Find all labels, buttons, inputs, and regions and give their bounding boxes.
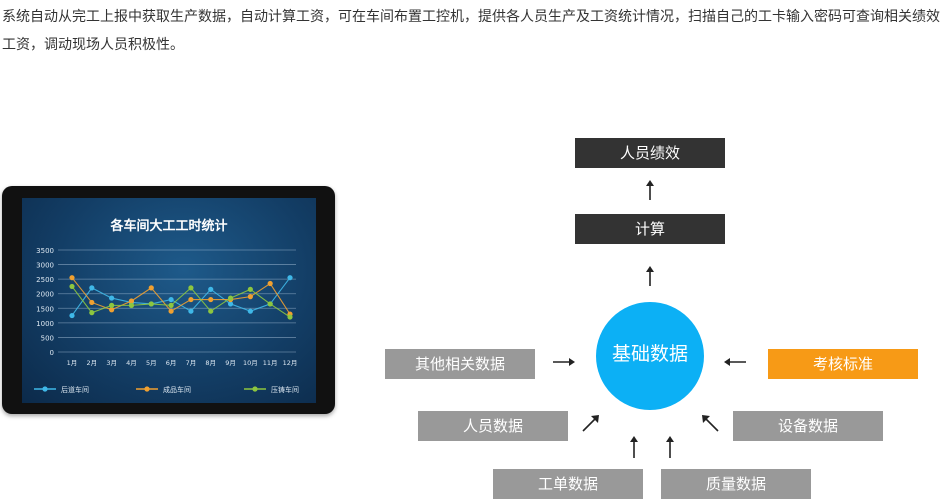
series-line — [71, 277, 291, 315]
y-tick-label: 1000 — [36, 320, 54, 328]
data-point — [227, 295, 234, 301]
data-point — [128, 302, 135, 308]
tablet-screen: 各车间大工工时统计 0 500 1000 1500 2000 2500 3000 3500 1月 2… — [22, 198, 316, 403]
y-tick-label: 2000 — [36, 291, 54, 299]
legend-swatch-dot — [144, 386, 150, 392]
data-point — [69, 283, 75, 290]
x-tick-label: 7月 — [186, 359, 197, 367]
data-point — [267, 301, 273, 307]
y-tick-label: 2500 — [36, 276, 54, 284]
box-personnel-data: 人员数据 — [418, 411, 568, 441]
data-point — [89, 299, 95, 306]
x-tick-label: 4月 — [126, 359, 137, 367]
arrow-up-icon — [666, 436, 674, 458]
data-point — [247, 294, 253, 300]
box-assessment-standard: 考核标准 — [768, 349, 918, 379]
x-tick-label: 5月 — [146, 359, 157, 367]
arrow-up-icon — [646, 180, 654, 200]
x-tick-label: 1月 — [67, 359, 78, 367]
arrow-up-icon — [646, 266, 654, 286]
y-tick-label: 3500 — [36, 247, 54, 255]
y-tick-label: 3000 — [36, 262, 54, 270]
data-point — [208, 308, 214, 314]
x-tick-label: 9月 — [225, 359, 236, 367]
data-point — [247, 308, 253, 314]
data-point — [188, 296, 194, 303]
data-point — [267, 280, 273, 287]
box-quality-data: 质量数据 — [661, 469, 811, 499]
arrow-up-right-icon — [582, 415, 599, 432]
legend-swatch-dot — [252, 386, 258, 392]
data-point — [168, 296, 174, 303]
box-calculate: 计算 — [575, 214, 725, 244]
intro-paragraph: 系统自动从完工上报中获取生产数据，自动计算工资，可在车间布置工控机，提供各人员生… — [2, 9, 940, 53]
x-tick-label: 2月 — [86, 359, 97, 367]
data-point — [148, 301, 154, 307]
box-work-order-data: 工单数据 — [493, 469, 643, 499]
x-tick-label: 3月 — [106, 359, 117, 367]
y-tick-label: 0 — [50, 349, 54, 357]
data-point — [208, 286, 214, 292]
data-point — [89, 310, 95, 316]
data-point — [109, 302, 115, 308]
box-personnel-performance: 人员绩效 — [575, 138, 725, 168]
data-point — [168, 302, 174, 308]
center-basic-data: 基础数据 — [596, 302, 704, 410]
chart-title: 各车间大工工时统计 — [109, 218, 227, 234]
arrow-left-icon — [724, 358, 746, 366]
legend-label: 压铸车间 — [271, 385, 299, 394]
data-point — [69, 312, 75, 319]
legend-label: 后道车间 — [61, 385, 89, 394]
x-tick-label: 10月 — [243, 359, 258, 367]
data-point — [109, 307, 115, 313]
box-equipment-data: 设备数据 — [733, 411, 883, 441]
data-point — [287, 275, 293, 281]
x-tick-label: 12月 — [283, 359, 298, 367]
x-tick-label: 8月 — [205, 359, 216, 367]
line-chart: 各车间大工工时统计 0 500 1000 1500 2000 2500 3000 3500 1月 2… — [34, 218, 299, 394]
legend-label: 成品车间 — [163, 385, 191, 394]
x-tick-label: 6月 — [166, 359, 177, 367]
data-point — [148, 285, 154, 291]
data-point — [89, 285, 95, 291]
data-point — [287, 314, 293, 320]
arrow-up-left-icon — [702, 415, 719, 432]
x-tick-label: 11月 — [263, 359, 278, 367]
data-point — [128, 298, 135, 304]
data-point — [109, 295, 115, 301]
data-point — [69, 275, 75, 281]
data-point — [188, 285, 194, 291]
box-other-related-data: 其他相关数据 — [385, 349, 535, 379]
arrow-up-icon — [630, 436, 638, 458]
series-line — [71, 286, 291, 318]
y-tick-label: 500 — [41, 334, 54, 342]
data-point — [168, 308, 174, 314]
y-tick-label: 1500 — [36, 305, 54, 313]
data-point — [188, 308, 194, 314]
data-point — [247, 286, 253, 292]
data-point — [208, 296, 214, 303]
data-point — [227, 301, 234, 307]
arrow-right-icon — [553, 358, 575, 366]
legend-swatch-dot — [42, 386, 48, 392]
